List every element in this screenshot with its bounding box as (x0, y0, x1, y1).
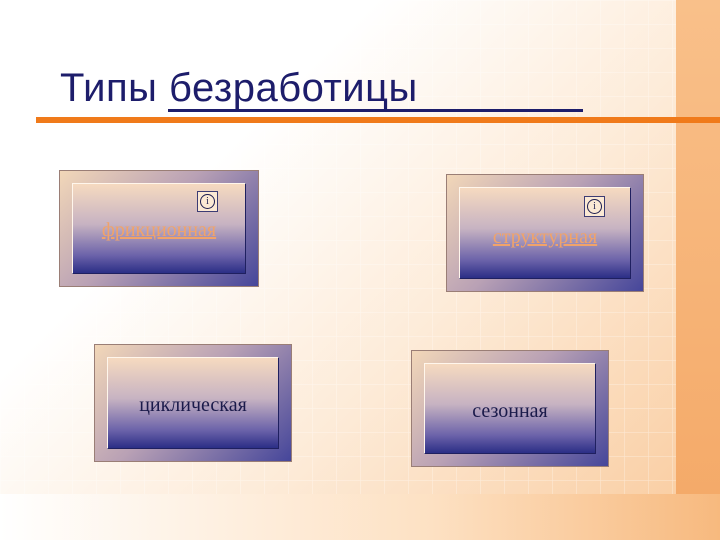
structural-link[interactable]: структурная (492, 226, 598, 248)
cyclical-box[interactable]: циклическая (94, 344, 292, 462)
right-accent-strip (676, 0, 720, 540)
info-icon[interactable]: i (197, 191, 218, 212)
cyclical-label: циклическая (139, 394, 247, 416)
bottom-accent-band (0, 494, 720, 540)
title-underline (168, 109, 583, 112)
info-icon-glyph: i (587, 199, 602, 214)
box-face (424, 363, 596, 454)
info-icon-glyph: i (200, 194, 215, 209)
box-face (107, 357, 279, 449)
slide-title: Типы безработицы (60, 66, 418, 110)
title-rule (36, 117, 720, 123)
seasonal-box[interactable]: сезонная (411, 350, 609, 467)
info-icon[interactable]: i (584, 196, 605, 217)
frictional-link[interactable]: фрикционная (101, 219, 217, 241)
seasonal-label: сезонная (472, 400, 548, 422)
frictional-box[interactable]: i фрикционная (59, 170, 259, 287)
structural-box[interactable]: i структурная (446, 174, 644, 292)
